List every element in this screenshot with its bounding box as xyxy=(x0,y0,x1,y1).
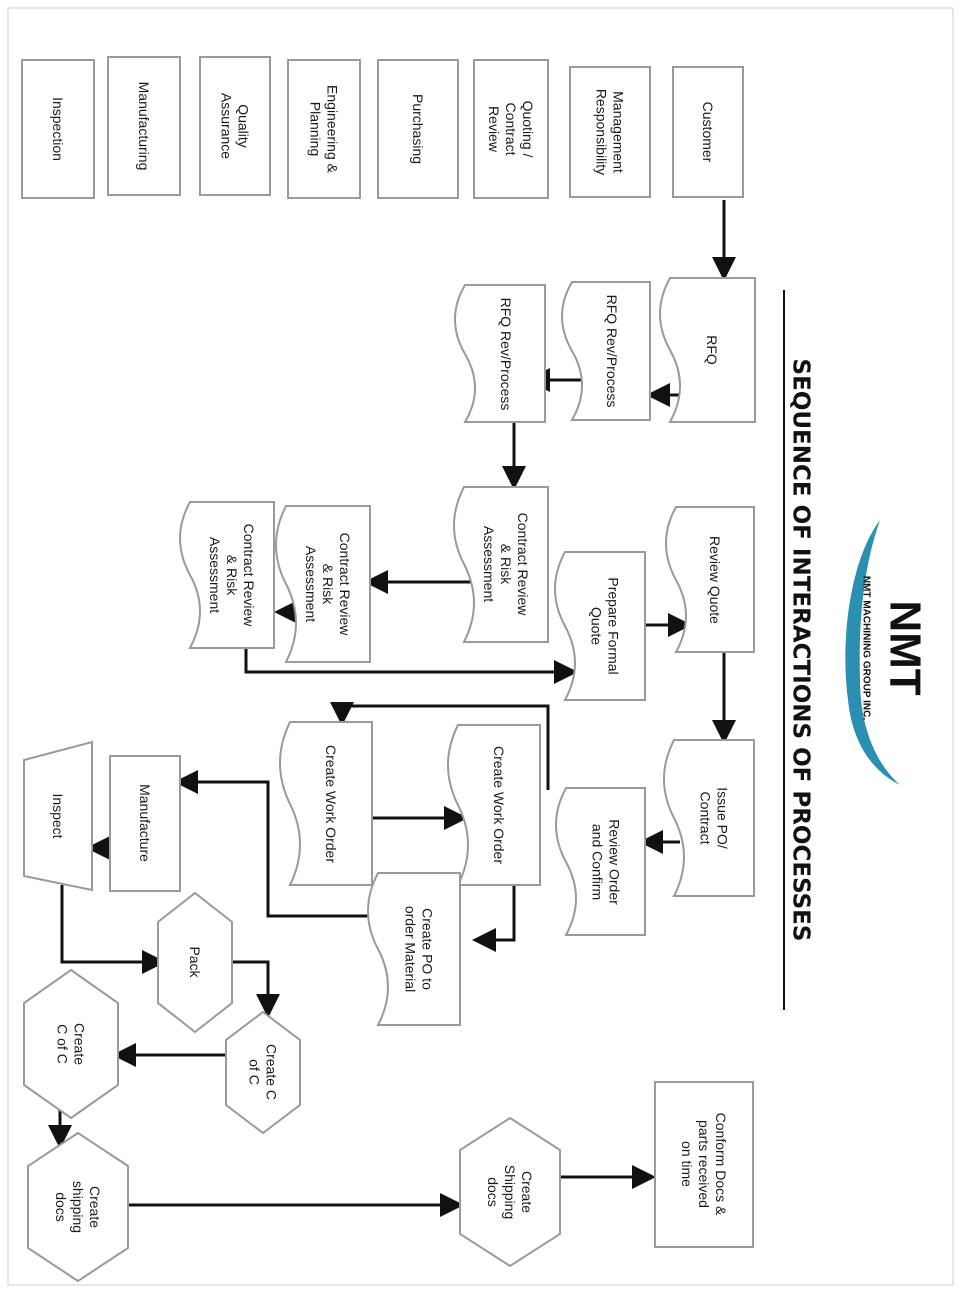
node-contract-review-3-label: Contract Review& RiskAssessment xyxy=(207,524,257,628)
lane-inspection: Inspection xyxy=(21,59,95,199)
process-nodes: RFQ RFQ Rev/Process RFQ Rev/Process Cont… xyxy=(23,277,756,1283)
lane-customer-label: Customer xyxy=(700,102,716,163)
node-review-quote: Review Quote xyxy=(665,506,755,653)
lane-quality-assurance: QualityAssurance xyxy=(199,56,271,196)
edge-reviewconfirm-wo1 xyxy=(330,702,550,790)
logo-tagline: NMT MACHINING GROUP INC. xyxy=(860,576,871,720)
node-prepare-quote: Prepare FormalQuote xyxy=(554,551,646,701)
lane-manufacturing: Manufacturing xyxy=(107,56,181,196)
edges xyxy=(48,200,736,1217)
lane-quality-label: QualityAssurance xyxy=(219,93,252,159)
node-create-shipping-1-label: Createshippingdocs xyxy=(53,1181,103,1233)
node-review-order-label: Review Orderand Confirm xyxy=(590,819,623,905)
diagram-title: SEQUENCE OF INTERACTIONS OF PROCESSES xyxy=(783,290,814,1010)
edge-inspect-pack xyxy=(60,885,166,974)
lane-management-responsibility: ManagementResponsibility xyxy=(569,66,651,198)
lane-purchasing-label: Purchasing xyxy=(410,94,426,164)
company-logo: NMT NMT MACHINING GROUP INC. xyxy=(845,520,929,785)
node-create-shipping-1: Createshippingdocs xyxy=(27,1131,129,1283)
node-manufacture: Manufacture xyxy=(109,755,181,892)
lane-purchasing: Purchasing xyxy=(377,59,459,199)
edge-po-manufacture xyxy=(174,770,378,918)
node-rfq: RFQ xyxy=(659,277,756,423)
lane-customer: Customer xyxy=(672,66,744,198)
node-review-order: Review Orderand Confirm xyxy=(555,787,646,936)
node-pack-label: Pack xyxy=(187,946,203,978)
node-rfq-rev-2: RFQ Rev/Process xyxy=(454,284,546,423)
node-rfq-label: RFQ xyxy=(704,335,720,365)
lane-quoting-label: Quoting /ContractReview xyxy=(486,101,536,158)
node-create-coc-2-label: CreateC of C xyxy=(55,1023,88,1065)
page-border xyxy=(7,7,954,1286)
node-review-quote-label: Review Quote xyxy=(707,536,723,624)
node-contract-review-2-label: Contract Review& RiskAssessment xyxy=(303,533,353,637)
lane-manufacturing-label: Manufacturing xyxy=(136,82,152,171)
node-conform: Conform Docs &parts receivedon time xyxy=(654,1081,754,1248)
logo-swoosh xyxy=(845,520,900,785)
node-create-work-order-2-label: Create Work Order xyxy=(491,746,507,864)
node-create-work-order-2: Create Work Order xyxy=(447,724,541,886)
node-pack: Pack xyxy=(157,891,233,1034)
diagram-title-text: SEQUENCE OF INTERACTIONS OF PROCESSES xyxy=(788,359,814,942)
lane-quoting-contract-review: Quoting /ContractReview xyxy=(473,59,549,199)
node-create-coc-1-label: Create Cof C xyxy=(247,1044,280,1100)
node-contract-review-2: Contract Review& RiskAssessment xyxy=(275,505,371,663)
node-create-po: Create PO toorder Material xyxy=(367,872,461,1026)
node-create-shipping-2-label: CreateShippingdocs xyxy=(485,1165,535,1220)
node-create-work-order-1-label: Create Work Order xyxy=(323,745,339,863)
node-contract-review-3: Contract Review& RiskAssessment xyxy=(179,501,275,649)
node-contract-review-1-label: Contract Review& RiskAssessment xyxy=(481,513,531,617)
edge-cr3-prepare xyxy=(244,648,578,684)
node-create-po-label: Create PO toorder Material xyxy=(403,906,436,992)
node-create-coc-2: CreateC of C xyxy=(23,968,119,1120)
node-issue-po: Issue PO/Contract xyxy=(663,739,755,897)
node-contract-review-1: Contract Review& RiskAssessment xyxy=(453,486,549,643)
node-rfq-rev-2-label: RFQ Rev/Process xyxy=(498,298,514,411)
lane-headers: Customer ManagementResponsibility Quotin… xyxy=(21,56,744,199)
node-prepare-quote-label: Prepare FormalQuote xyxy=(589,577,622,674)
lane-management-label: ManagementResponsibility xyxy=(594,89,627,175)
node-rfq-rev-1: RFQ Rev/Process xyxy=(561,281,651,421)
edge-pack-coc1 xyxy=(232,960,280,1018)
lane-engineering-planning: Engineering &Planning xyxy=(287,59,361,199)
lane-inspection-label: Inspection xyxy=(50,97,66,161)
node-manufacture-label: Manufacture xyxy=(137,784,153,862)
lane-engineering-label: Engineering &Planning xyxy=(308,85,341,174)
node-rfq-rev-1-label: RFQ Rev/Process xyxy=(604,295,620,408)
logo-mark: NMT xyxy=(880,600,929,695)
node-inspect: Inspect xyxy=(23,740,93,892)
node-create-work-order-1: Create Work Order xyxy=(279,721,373,886)
node-issue-po-label: Issue PO/Contract xyxy=(698,787,731,849)
edge-wo2-po xyxy=(472,885,516,952)
node-conform-label: Conform Docs &parts receivedon time xyxy=(679,1113,729,1216)
node-create-shipping-2: CreateShippingdocs xyxy=(459,1116,561,1268)
node-inspect-label: Inspect xyxy=(50,793,66,838)
node-create-coc-1: Create Cof C xyxy=(225,1010,301,1135)
